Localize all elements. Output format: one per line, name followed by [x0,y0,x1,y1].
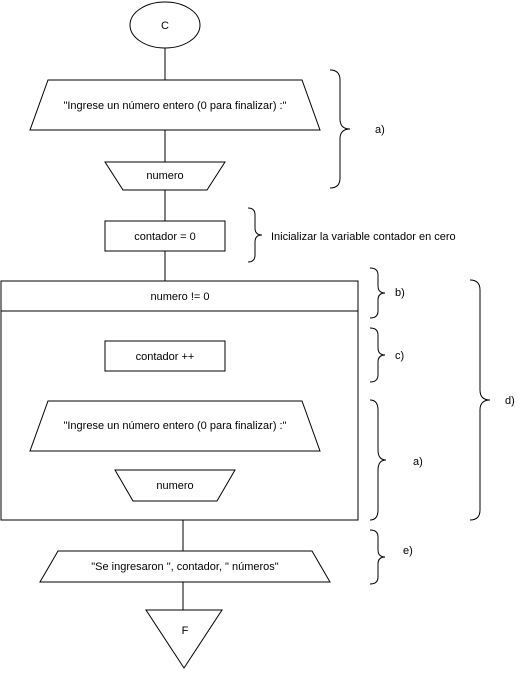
end-triangle [145,609,223,669]
brace-init [247,207,263,263]
annotation-e: e) [403,545,413,557]
brace-a-top [329,69,351,189]
end-label: F [182,625,189,637]
output-prompt-1: "Ingrese un número entero (0 para finali… [29,79,321,131]
read-1-label: numero [146,170,183,182]
output-prompt-2: "Ingrese un número entero (0 para finali… [29,400,321,452]
brace-d [469,279,491,521]
read-2-shape [114,469,236,502]
connectors [164,48,184,610]
start-ellipse [129,1,201,49]
annotation-braces [247,69,491,585]
annotation-a-bottom: a) [413,456,423,468]
read-1-shape [104,161,226,191]
prompt-2-shape [29,400,321,452]
brace-b [369,267,386,319]
init-process: contador = 0 [104,220,226,252]
annotation-init-note: Inicializar la variable contador en cero [271,231,456,243]
end-terminal: F [145,609,223,669]
annotation-b: b) [395,287,405,299]
annotation-labels: a) Inicializar la variable contador en c… [271,124,515,557]
increment-label: contador ++ [136,351,195,363]
read-2-label: numero [156,480,193,492]
output-label: "Se ingresaron ", contador, " números" [91,561,279,573]
loop-condition: numero != 0 [150,291,209,303]
annotation-a-top: a) [375,124,385,136]
prompt-1-label: "Ingrese un número entero (0 para finali… [63,100,286,112]
input-read-1: numero [104,161,226,191]
input-read-2: numero [114,469,236,502]
annotation-c: c) [395,350,404,362]
prompt-2-label: "Ingrese un número entero (0 para finali… [63,420,286,432]
init-rect [104,220,226,252]
start-terminal: C [129,1,201,49]
prompt-1-shape [29,79,321,131]
init-label: contador = 0 [134,231,195,243]
start-label: C [161,20,169,32]
brace-e [369,529,386,585]
output-display: "Se ingresaron ", contador, " números" [39,550,331,583]
annotation-d: d) [505,395,515,407]
increment-process: contador ++ [104,340,226,372]
brace-c [369,327,386,383]
output-shape [39,550,331,583]
brace-a-bottom [369,399,387,521]
increment-rect [104,340,226,372]
